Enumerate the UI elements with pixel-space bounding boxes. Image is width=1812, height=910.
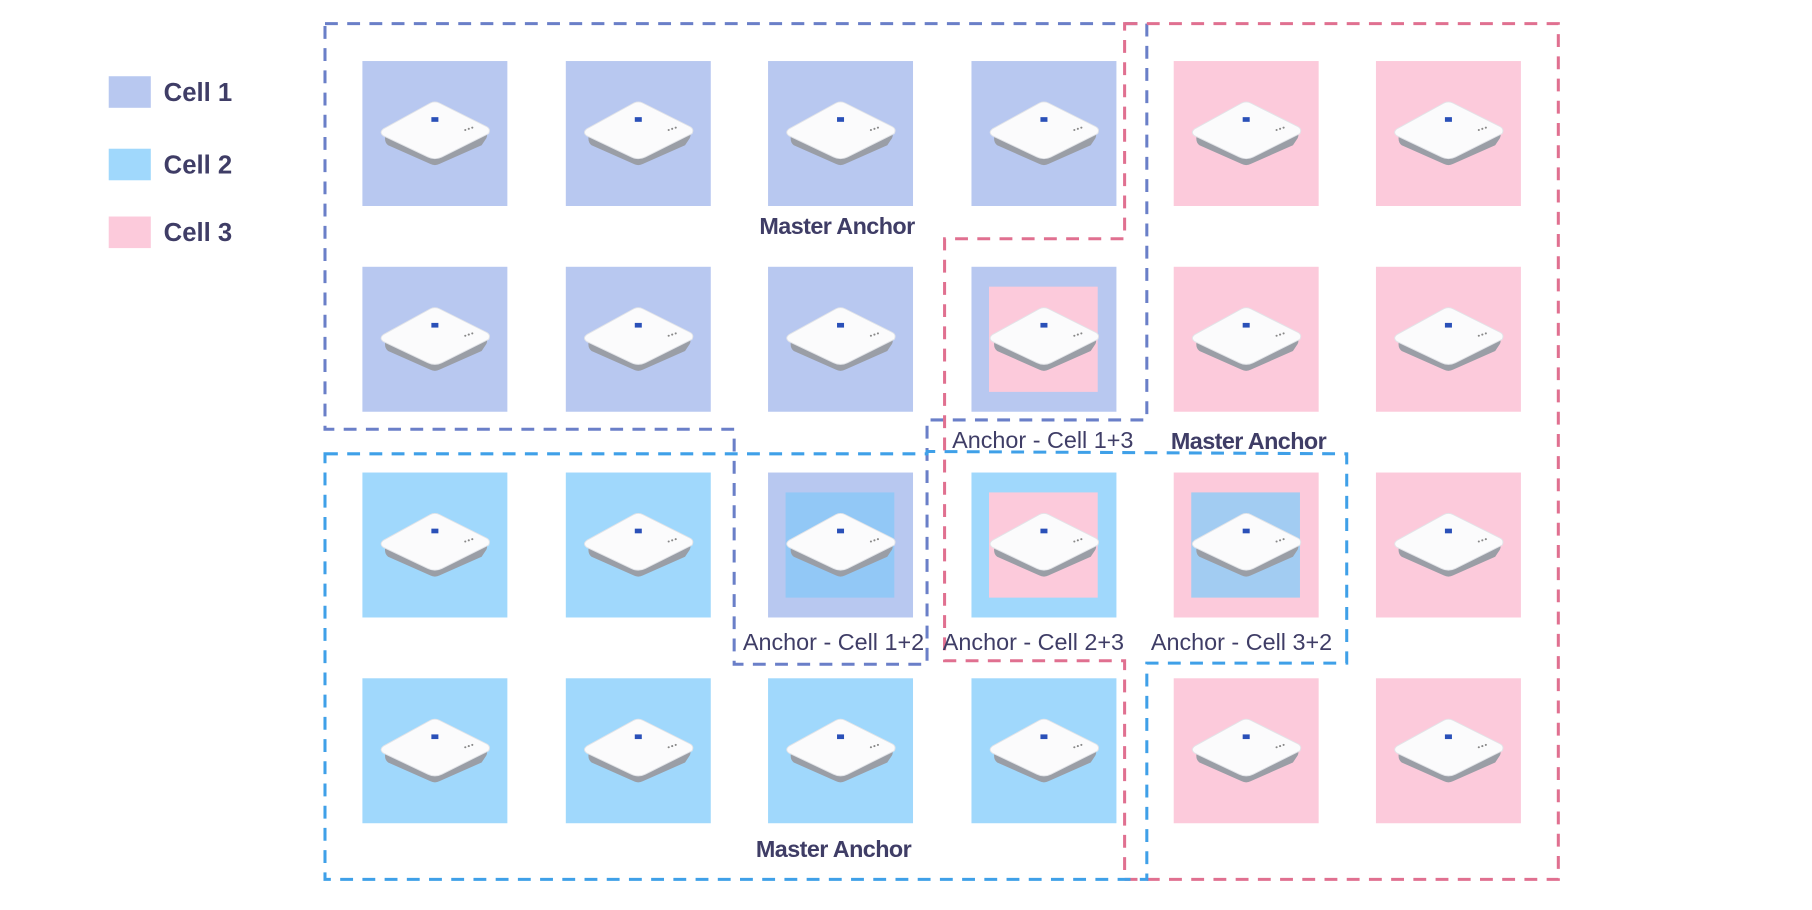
- access-point-tile: [565, 61, 711, 206]
- anchor-cell-1-2-label: Anchor - Cell 1+2: [743, 629, 924, 655]
- access-point-tile: [362, 61, 508, 206]
- access-point-tile: [362, 472, 508, 618]
- access-point-tile: [1173, 266, 1319, 412]
- legend-item-cell3: Cell 3: [108, 216, 233, 249]
- master-anchor-cell3-label: Master Anchor: [1171, 428, 1327, 454]
- legend-swatch: [108, 216, 151, 249]
- access-point-tile: [1375, 266, 1521, 412]
- legend: Cell 1 Cell 2 Cell 3: [108, 76, 233, 249]
- cell3-boundary: [943, 22, 1560, 881]
- master-anchor-cell1-label: Master Anchor: [759, 213, 915, 239]
- anchor-cell-1-3-label: Anchor - Cell 1+3: [952, 427, 1133, 453]
- access-point-tile: [362, 266, 508, 412]
- access-point-tile: [565, 266, 711, 412]
- legend-swatch: [108, 148, 151, 181]
- access-point-tile: [768, 266, 914, 412]
- cell1-boundary: [323, 22, 1149, 666]
- access-point-tile: [1173, 678, 1319, 824]
- legend-item-cell1: Cell 1: [108, 76, 233, 108]
- legend-swatch: [108, 76, 151, 108]
- device-grid: [362, 61, 1521, 824]
- legend-item-cell2: Cell 2: [108, 148, 233, 181]
- access-point-tile: [565, 678, 711, 824]
- legend-label: Cell 1: [164, 79, 233, 107]
- access-point-tile: [1375, 61, 1521, 206]
- legend-label: Cell 3: [164, 219, 233, 247]
- access-point-tile: [1173, 472, 1319, 618]
- access-point-tile: [971, 61, 1117, 206]
- master-anchor-cell2-label: Master Anchor: [756, 836, 912, 862]
- access-point-tile: [768, 61, 914, 206]
- legend-label: Cell 2: [164, 151, 233, 179]
- cell2-boundary: [323, 449, 1349, 881]
- access-point-tile: [971, 678, 1117, 824]
- access-point-tile: [971, 266, 1117, 412]
- anchor-cell-2-3-label: Anchor - Cell 2+3: [943, 629, 1124, 655]
- access-point-tile: [971, 472, 1117, 618]
- access-point-tile: [565, 472, 711, 618]
- access-point-tile: [362, 678, 508, 824]
- anchor-cell-3-2-label: Anchor - Cell 3+2: [1151, 629, 1332, 655]
- access-point-tile: [768, 678, 914, 824]
- access-point-tile: [1375, 472, 1521, 618]
- access-point-tile: [768, 472, 914, 618]
- access-point-tile: [1375, 678, 1521, 824]
- access-point-tile: [1173, 61, 1319, 206]
